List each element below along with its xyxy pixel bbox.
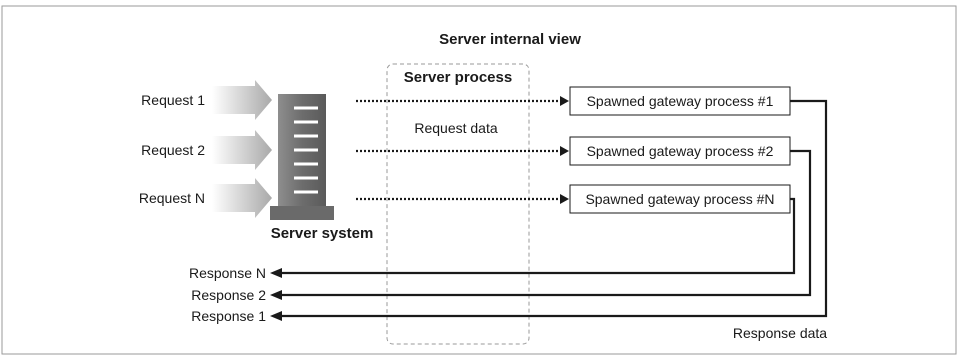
request-arrow-2 <box>212 130 272 170</box>
dotted-arrow-1 <box>356 96 569 106</box>
request-label-n: Request N <box>139 190 205 206</box>
server-process-label: Server process <box>404 69 512 86</box>
response-data-label: Response data <box>733 325 827 341</box>
server-system-label: Server system <box>271 225 374 242</box>
request-data-label: Request data <box>414 120 497 136</box>
response-label-1: Response 1 <box>191 308 266 324</box>
gateway-box-2 <box>569 136 791 166</box>
response-line-2 <box>270 149 812 300</box>
server-process-box <box>386 63 530 345</box>
response-line-1 <box>270 99 828 321</box>
diagram-title: Server internal view <box>439 31 581 48</box>
response-label-2: Response 2 <box>191 287 266 303</box>
outer-frame <box>1 5 957 355</box>
dotted-arrow-2 <box>356 146 569 156</box>
dotted-arrow-n <box>356 194 569 204</box>
response-line-n <box>270 197 796 278</box>
gateway-box-1 <box>569 86 791 116</box>
gateway-label-2: Spawned gateway process #2 <box>587 143 774 159</box>
request-label-1: Request 1 <box>141 92 205 108</box>
request-label-2: Request 2 <box>141 142 205 158</box>
gateway-label-n: Spawned gateway process #N <box>585 191 774 207</box>
gateway-label-1: Spawned gateway process #1 <box>587 93 774 109</box>
request-arrow-1 <box>212 80 272 120</box>
gateway-box-n <box>569 184 791 214</box>
server-tower-icon <box>270 94 334 220</box>
response-label-n: Response N <box>189 265 266 281</box>
request-arrow-n <box>212 178 272 218</box>
